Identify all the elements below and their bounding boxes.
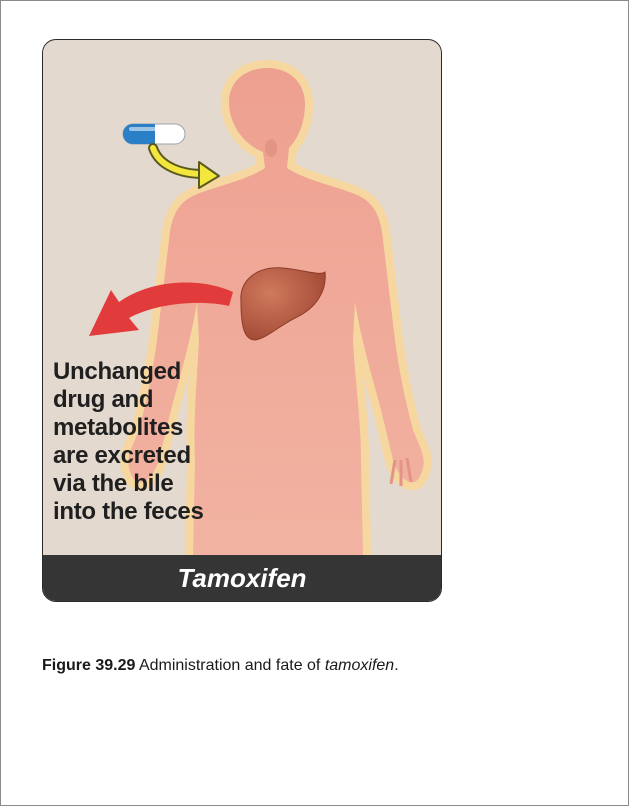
- excretion-line: via the bile: [53, 470, 273, 498]
- excretion-line: Unchanged: [53, 358, 273, 386]
- excretion-line: are excreted: [53, 442, 273, 470]
- caption-label: Figure 39.29: [42, 657, 135, 674]
- excretion-description: Unchanged drug and metabolites are excre…: [53, 358, 273, 526]
- capsule-icon: [123, 124, 185, 144]
- excretion-line: metabolites: [53, 414, 273, 442]
- excretion-line: into the feces: [53, 498, 273, 526]
- figure-caption: Figure 39.29 Administration and fate of …: [42, 657, 399, 675]
- excretion-line: drug and: [53, 386, 273, 414]
- caption-text: Administration and fate of: [135, 657, 324, 674]
- drug-title: Tamoxifen: [177, 563, 306, 594]
- ingestion-arrow-icon: [153, 148, 219, 188]
- caption-end: .: [394, 657, 398, 674]
- caption-drug: tamoxifen: [325, 657, 394, 674]
- figure-card: Unchanged drug and metabolites are excre…: [42, 39, 442, 602]
- drug-title-bar: Tamoxifen: [43, 555, 441, 601]
